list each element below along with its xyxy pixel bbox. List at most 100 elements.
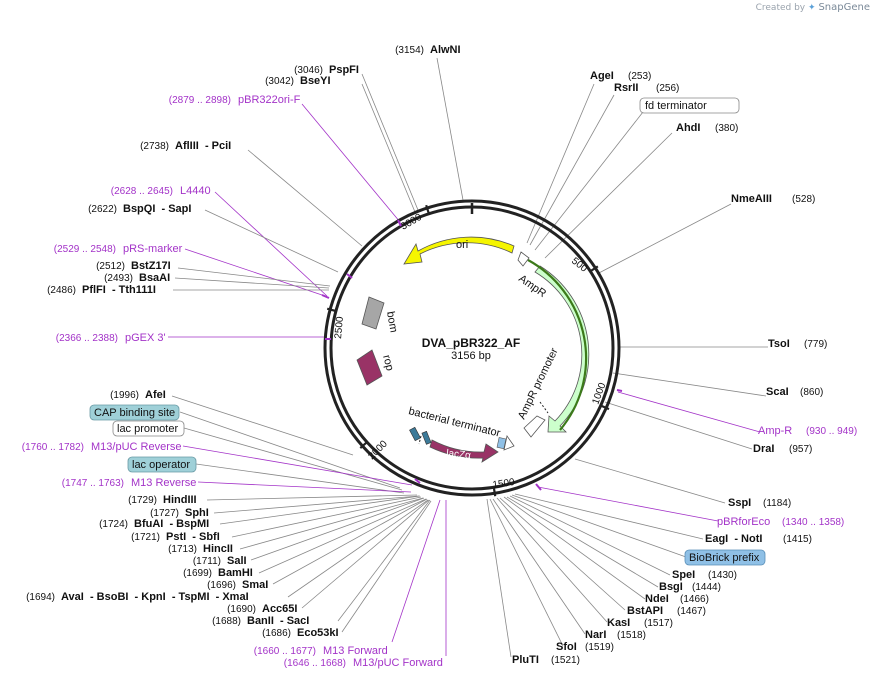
site-pos: (2512) xyxy=(96,261,125,272)
primer-name[interactable]: L4440 xyxy=(180,185,211,197)
site-name[interactable]: PspFI xyxy=(329,64,359,76)
site-name[interactable]: NdeI xyxy=(645,593,669,605)
feature-ori-arrow[interactable] xyxy=(403,236,515,265)
site-name[interactable]: AflIII - PciI xyxy=(175,140,231,152)
site-name[interactable]: NmeAIII xyxy=(731,193,772,205)
restriction-site-labels: (3154) AlwNI (3046) PspFI (3042) BseYI (… xyxy=(26,44,827,666)
site-name[interactable]: BstZ17I xyxy=(131,260,171,272)
site-name[interactable]: PstI - SbfI xyxy=(166,531,220,543)
site-name[interactable]: ScaI xyxy=(766,386,789,398)
feature-label-bom: bom xyxy=(384,310,400,333)
primer-range: (1660 .. 1677) xyxy=(254,646,316,657)
site-name[interactable]: BstAPI xyxy=(627,605,663,617)
site-name[interactable]: HindIII xyxy=(163,494,197,506)
primer-name[interactable]: pBR322ori-F xyxy=(238,94,301,106)
site-name[interactable]: BspQI - SapI xyxy=(123,203,191,215)
primer-labels: (2879 .. 2898) pBR322ori-F (2628 .. 2645… xyxy=(22,94,857,669)
site-name[interactable]: BfuAI - BspMI xyxy=(134,518,209,530)
site-name[interactable]: SphI xyxy=(185,507,209,519)
site-pos: (256) xyxy=(656,83,679,94)
label-connector-lines xyxy=(168,57,768,658)
feature-lacz-arrow[interactable] xyxy=(429,439,499,463)
box-label-lac-operator[interactable]: lac operator xyxy=(132,459,190,471)
primer-range: (1747 .. 1763) xyxy=(62,478,124,489)
primer-name[interactable]: M13/pUC Forward xyxy=(353,657,443,669)
site-name[interactable]: Eco53kI xyxy=(297,627,339,639)
site-name[interactable]: SpeI xyxy=(672,569,695,581)
site-name[interactable]: Acc65I xyxy=(262,603,297,615)
tick-mark xyxy=(326,307,338,313)
site-pos: (3046) xyxy=(294,65,323,76)
feature-label-lacz: lacZα xyxy=(446,448,472,462)
site-name[interactable]: AhdI xyxy=(676,122,700,134)
site-name[interactable]: PflFI - Tth111I xyxy=(82,284,156,296)
site-name[interactable]: AvaI - BsoBI - KpnI - TspMI - XmaI xyxy=(61,591,249,603)
feature-ampr-promoter-arrow[interactable] xyxy=(523,415,546,438)
site-pos: (1184) xyxy=(763,498,791,509)
plasmid-name: DVA_pBR322_AF xyxy=(422,336,520,350)
primer-name[interactable]: M13 Forward xyxy=(323,645,388,657)
site-name[interactable]: EagI - NotI xyxy=(705,533,762,545)
site-name[interactable]: SfoI xyxy=(556,641,577,653)
primer-range: (930 .. 949) xyxy=(806,426,857,437)
primer-name[interactable]: M13/pUC Reverse xyxy=(91,441,181,453)
box-label-fd-terminator[interactable]: fd terminator xyxy=(645,100,707,112)
site-name[interactable]: SspI xyxy=(728,497,751,509)
box-label-biobrick-prefix[interactable]: BioBrick prefix xyxy=(689,552,760,564)
boxed-feature-labels: fd terminator CAP binding site lac promo… xyxy=(89,97,766,566)
site-name[interactable]: BanII - SacI xyxy=(247,615,309,627)
site-pos: (1415) xyxy=(783,534,812,545)
site-name[interactable]: AfeI xyxy=(145,389,166,401)
primer-name[interactable]: Amp-R xyxy=(758,425,792,437)
tick-mark xyxy=(588,265,599,273)
site-pos: (1444) xyxy=(692,582,721,593)
primer-range: (2529 .. 2548) xyxy=(54,244,116,255)
primer-name[interactable]: M13 Reverse xyxy=(131,477,196,489)
feature-rop-arrow[interactable] xyxy=(356,349,383,386)
site-name[interactable]: KasI xyxy=(607,617,630,629)
site-pos: (1699) xyxy=(183,568,212,579)
site-name[interactable]: SalI xyxy=(227,555,247,567)
feature-label-rop: rop xyxy=(380,354,396,372)
site-pos: (1696) xyxy=(207,580,236,591)
feature-ampr-arrow[interactable] xyxy=(534,265,590,433)
snapgene-credit: Created by ✦ SnapGene xyxy=(756,2,870,13)
site-pos: (1724) xyxy=(99,519,128,530)
site-pos: (957) xyxy=(789,444,812,455)
feature-bom-block[interactable] xyxy=(361,296,385,330)
feature-label-ori: ori xyxy=(456,239,468,251)
tick-label: 500 xyxy=(569,256,589,275)
site-pos: (1686) xyxy=(262,628,291,639)
site-name[interactable]: BamHI xyxy=(218,567,253,579)
site-name[interactable]: DraI xyxy=(753,443,774,455)
site-name[interactable]: RsrII xyxy=(614,82,638,94)
site-pos: (2622) xyxy=(88,204,117,215)
site-name[interactable]: TsoI xyxy=(768,338,790,350)
site-name[interactable]: HincII xyxy=(203,543,233,555)
site-pos: (1727) xyxy=(150,508,179,519)
site-pos: (380) xyxy=(715,123,738,134)
site-name[interactable]: AlwNI xyxy=(430,44,461,56)
site-pos: (528) xyxy=(792,194,815,205)
site-pos: (1996) xyxy=(110,390,139,401)
site-name[interactable]: AgeI xyxy=(590,70,614,82)
primer-name[interactable]: pRS-marker xyxy=(123,243,183,255)
primer-name[interactable]: pGEX 3' xyxy=(125,332,166,344)
site-name[interactable]: BsgI xyxy=(659,581,683,593)
tick-mark xyxy=(599,404,610,411)
site-name[interactable]: PluTI xyxy=(512,654,539,666)
primer-name[interactable]: pBRforEco xyxy=(717,516,770,528)
site-name[interactable]: SmaI xyxy=(242,579,268,591)
tick-label: 2500 xyxy=(333,316,346,340)
site-name[interactable]: BseYI xyxy=(300,75,331,87)
site-pos: (2486) xyxy=(47,285,76,296)
site-pos: (2493) xyxy=(104,273,133,284)
box-label-lac-promoter[interactable]: lac promoter xyxy=(117,423,178,435)
site-name[interactable]: BsaAI xyxy=(139,272,170,284)
primer-range: (1340 .. 1358) xyxy=(782,517,844,528)
box-label-cap-binding-site[interactable]: CAP binding site xyxy=(94,407,175,419)
tick-mark xyxy=(359,440,369,449)
site-name[interactable]: NarI xyxy=(585,629,606,641)
site-pos: (1517) xyxy=(644,618,673,629)
site-pos: (1430) xyxy=(708,570,737,581)
